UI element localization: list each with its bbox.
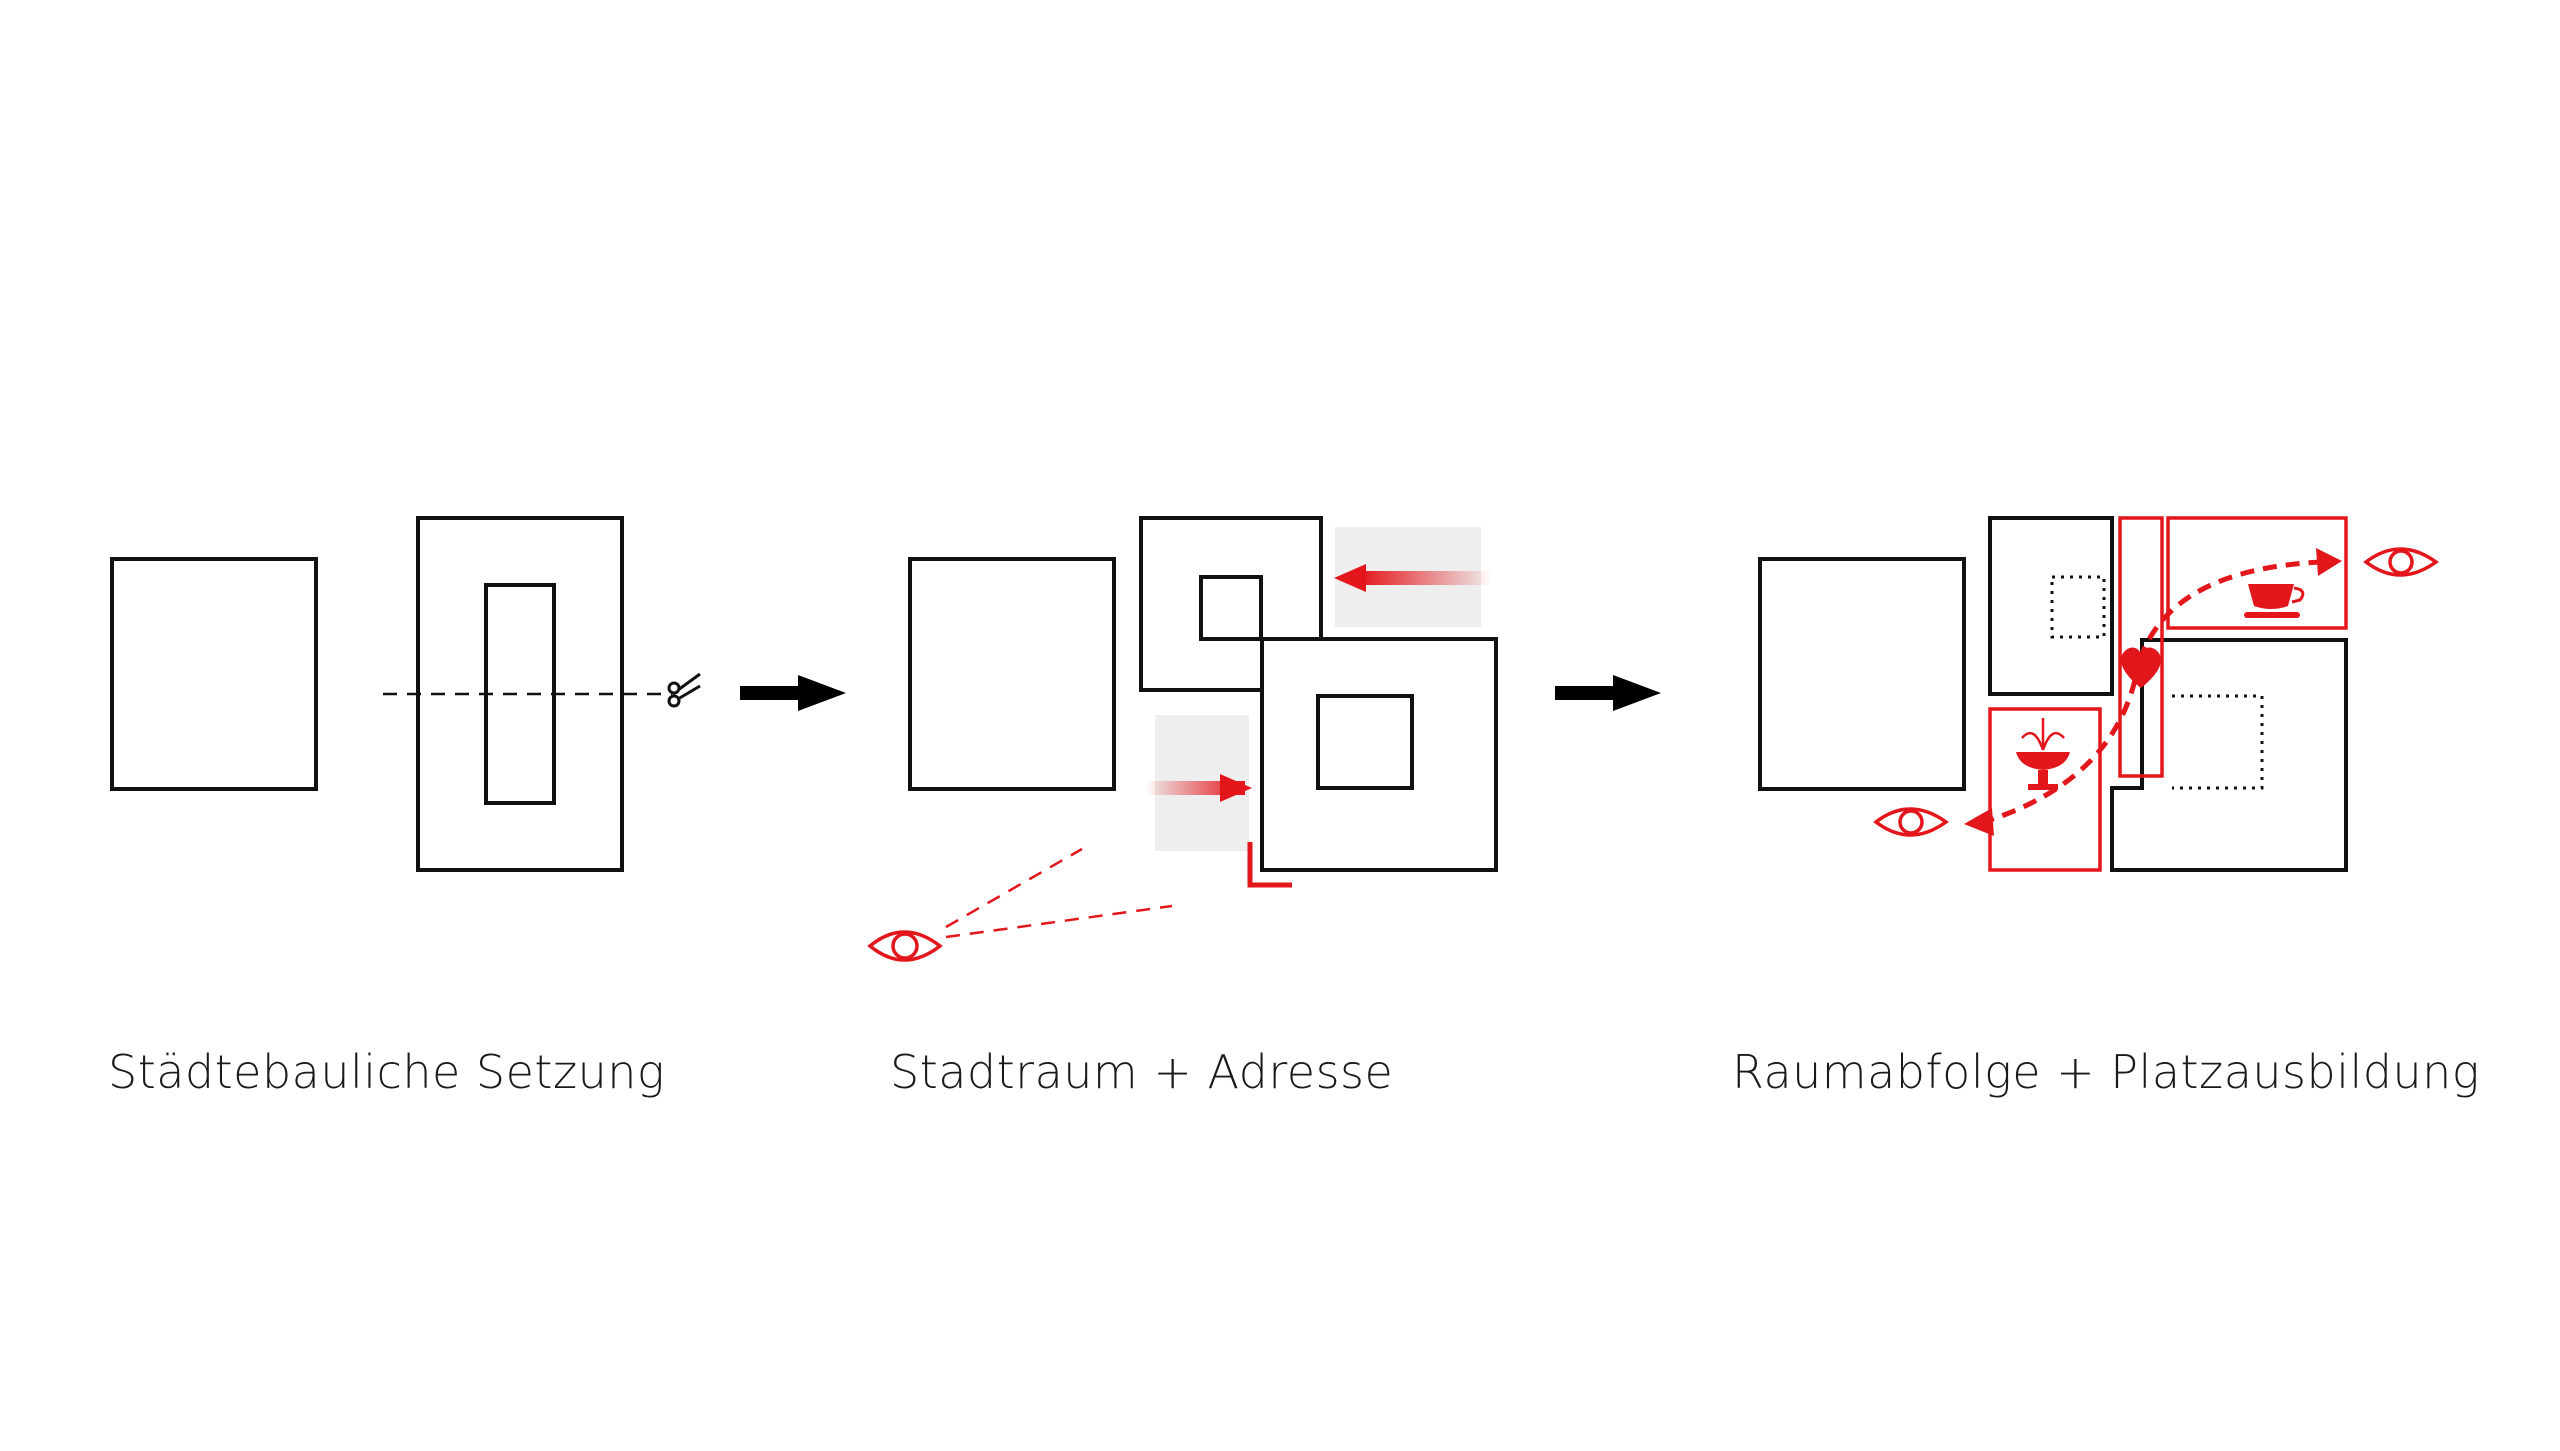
fountain-icon	[2016, 718, 2070, 790]
lower-block	[1260, 637, 1498, 872]
cafe-plaza	[2166, 516, 2348, 630]
lower-courtyard	[1316, 694, 1414, 790]
route-arrow-head-right	[2316, 548, 2342, 576]
step3-caption: Raumabfolge + Platzausbildung	[1732, 1045, 2480, 1099]
existing-block-3	[1758, 557, 1966, 791]
south-block	[2110, 638, 2348, 872]
coffee-cup-icon	[2244, 584, 2305, 618]
passage-strip	[2118, 516, 2164, 778]
route-path	[1989, 559, 2321, 823]
route-arrow-head-left	[1964, 808, 1994, 836]
eye-icon	[1873, 807, 1949, 837]
step1-diagram	[110, 516, 672, 872]
step1-caption: Städtebauliche Setzung	[108, 1045, 666, 1099]
step2-caption: Stadtraum + Adresse	[890, 1045, 1394, 1099]
existing-block	[110, 557, 318, 791]
eye-icon	[2363, 547, 2439, 577]
dotted-courtyard-south	[2172, 694, 2264, 790]
north-block	[1988, 516, 2114, 696]
courtyard-rect	[484, 583, 556, 805]
arrow-left-red	[1334, 564, 1492, 592]
address-corner-mark	[1247, 842, 1292, 888]
arrow-icon	[1555, 675, 1661, 711]
dotted-courtyard-north	[2050, 575, 2106, 639]
arrow-icon	[740, 675, 846, 711]
existing-block-2	[908, 557, 1116, 791]
fountain-plaza	[1988, 707, 2102, 872]
arrow-right-red	[1145, 774, 1252, 802]
sight-lines	[945, 847, 1173, 939]
eye-icon	[867, 930, 943, 962]
upper-courtyard	[1199, 575, 1263, 641]
scissors-icon	[667, 672, 701, 708]
new-block-outline	[416, 516, 624, 872]
step2-diagram	[867, 516, 1498, 962]
heart-icon	[2121, 647, 2161, 688]
step3-diagram	[1758, 516, 2439, 872]
